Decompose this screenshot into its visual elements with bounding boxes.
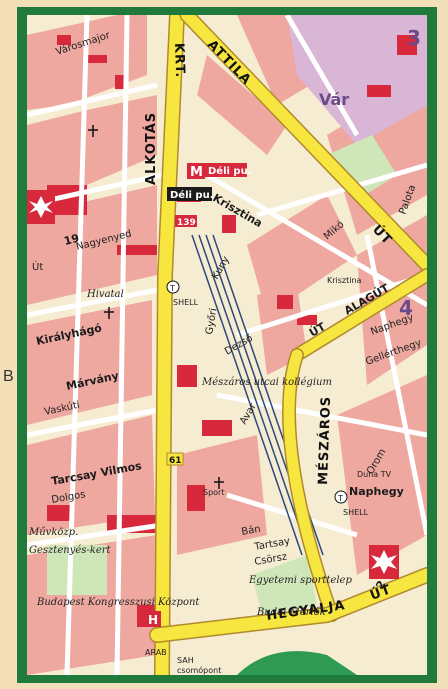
train-station-deli[interactable]: Déli pu. <box>167 187 214 201</box>
label-ut-left: Út <box>32 260 43 273</box>
label-gyori: Győri <box>203 307 219 335</box>
label-hivatal: Hivatal <box>86 289 124 300</box>
svg-text:139: 139 <box>177 218 196 228</box>
label-krt: KRT. <box>171 43 187 79</box>
label-budapest-kongresszusi: Budapest Kongresszusi Központ <box>36 597 200 608</box>
label-deli-pu-train: Déli pu. <box>170 189 214 201</box>
label-naphegy-place: Naphegy <box>349 485 404 498</box>
label-meszaros: MÉSZÁROS <box>315 396 334 486</box>
district-3: 3 <box>407 26 421 50</box>
district-var: Vár <box>319 90 349 109</box>
svg-text:SHELL: SHELL <box>343 508 369 517</box>
label-csomopont: csomópont <box>177 665 221 675</box>
bus-route-139: 139 <box>175 215 197 228</box>
label-alkotas: ALKOTÁS <box>143 112 159 185</box>
grid-letter-b: B <box>3 368 14 385</box>
parks <box>47 135 397 615</box>
district-4: 4 <box>399 296 413 320</box>
shell-station-1[interactable]: T SHELL <box>166 280 199 307</box>
label-krisztina-templom: Krisztina <box>327 276 362 285</box>
label-ban: Bán <box>240 523 261 538</box>
label-egyetemi-sporttelep: Egyetemi sporttelep <box>248 575 352 586</box>
label-sport: Sport <box>203 488 224 497</box>
buildings <box>47 35 417 627</box>
metro-m-icon: M <box>190 165 203 180</box>
maltese-cross-icon[interactable] <box>369 545 399 579</box>
svg-text:SHELL: SHELL <box>173 298 199 307</box>
metro-station-deli[interactable]: M Déli pu. <box>187 163 252 180</box>
label-arab: ARAB <box>145 648 167 657</box>
city-map[interactable]: 3 4 Vár KRT. ALKOTÁS ATTILA ÚT MÉSZÁROS … <box>27 15 427 675</box>
svg-text:H: H <box>148 613 158 627</box>
label-meszaros-kollegium: Mészáros utcai kollégium <box>201 377 332 388</box>
maltese-cross-icon[interactable] <box>27 190 55 224</box>
label-mukozp: Művközp. <box>28 527 78 538</box>
fuel-icon: T <box>169 284 175 293</box>
castle-district-area <box>287 15 427 145</box>
label-budai-merlok: Budai Mérlők <box>256 607 326 618</box>
label-sah: SAH <box>177 656 194 665</box>
bus-route-61: 61 <box>166 452 184 466</box>
hospital-marker[interactable]: H <box>145 611 161 627</box>
shell-station-2[interactable]: T SHELL <box>334 490 369 517</box>
main-roads <box>149 15 427 675</box>
corner-decoration <box>237 651 357 675</box>
label-hegyalja-ut: ÚT <box>368 581 394 603</box>
svg-text:61: 61 <box>169 456 182 466</box>
map-frame: 3 4 Vár KRT. ALKOTÁS ATTILA ÚT MÉSZÁROS … <box>17 7 437 683</box>
church-icon <box>88 125 224 489</box>
label-duna-tv: Duna TV <box>357 470 392 479</box>
label-number-19: 19 <box>63 232 81 248</box>
label-deli-pu-metro: Déli pu. <box>208 165 252 177</box>
fuel-icon: T <box>337 494 343 503</box>
label-gesztenyes-kert: Gesztenyés-kert <box>29 545 112 556</box>
minor-streets <box>27 15 427 675</box>
